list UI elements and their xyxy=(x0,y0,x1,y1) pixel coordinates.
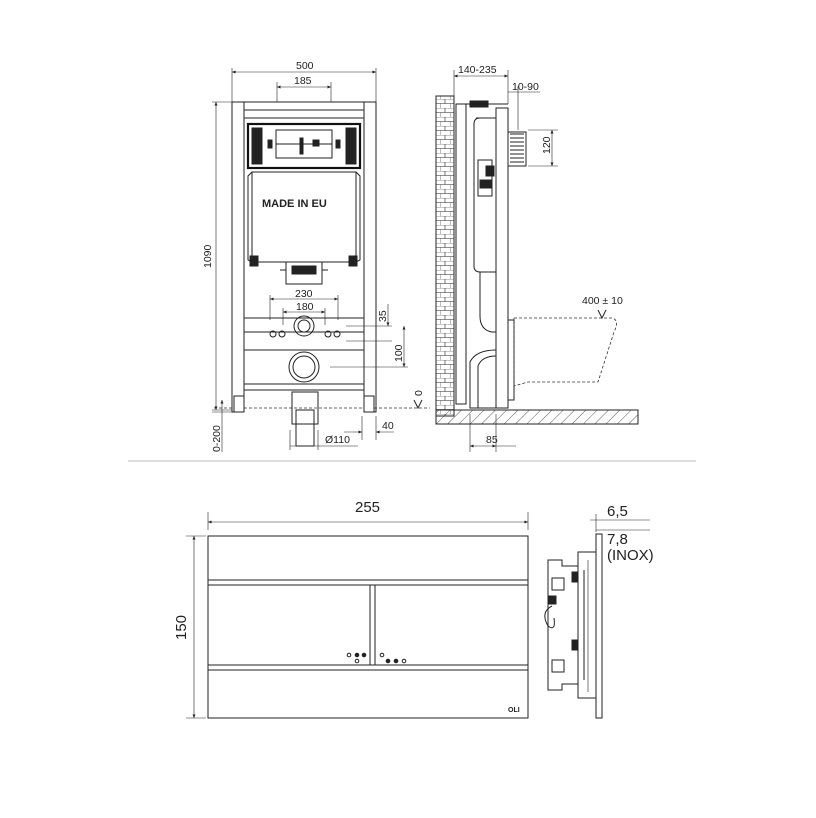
dim-10-90: 10-90 xyxy=(512,81,539,93)
dim-zero: 0 xyxy=(413,390,425,396)
dim-85: 85 xyxy=(486,434,498,446)
dim-height: 1090 xyxy=(202,244,214,268)
dim-plate-width: 255 xyxy=(355,499,380,516)
dim-120: 120 xyxy=(541,136,553,154)
brand-logo: OLI xyxy=(508,707,520,714)
dim-pipe: Ø110 xyxy=(325,434,350,446)
dim-adjust: 0-200 xyxy=(211,425,223,452)
dim-depth: 140-235 xyxy=(458,64,497,76)
dim-100: 100 xyxy=(393,344,405,362)
dim-outlet-width: 230 xyxy=(295,288,313,300)
dual-flush-dots xyxy=(346,652,407,664)
dim-outlet-inner: 180 xyxy=(296,301,314,313)
dim-plate-inox-note: (INOX) xyxy=(607,547,654,564)
dim-35: 35 xyxy=(377,310,389,322)
dim-bowl-height: 400 ± 10 xyxy=(582,295,623,307)
front-view: 500 185 1090 MADE IN EU xyxy=(202,60,430,452)
dim-width-inner: 185 xyxy=(294,75,312,87)
dim-40: 40 xyxy=(382,420,394,432)
made-in-eu-label: MADE IN EU xyxy=(262,198,327,210)
dim-plate-height: 150 xyxy=(173,615,190,640)
floor-slab xyxy=(435,409,639,425)
flush-plate xyxy=(207,535,529,719)
plate-front-view: 255 150 OLI xyxy=(173,499,529,719)
dim-width-total: 500 xyxy=(296,60,314,72)
side-view: 140-235 10-90 120 400 ± 10 xyxy=(435,64,639,452)
dim-plate-thickness: 6,5 xyxy=(607,503,628,520)
dim-plate-inox: 7,8 xyxy=(607,531,628,548)
plate-side-view: 6,5 7,8 (INOX) xyxy=(544,503,654,719)
brick-wall xyxy=(435,95,455,417)
